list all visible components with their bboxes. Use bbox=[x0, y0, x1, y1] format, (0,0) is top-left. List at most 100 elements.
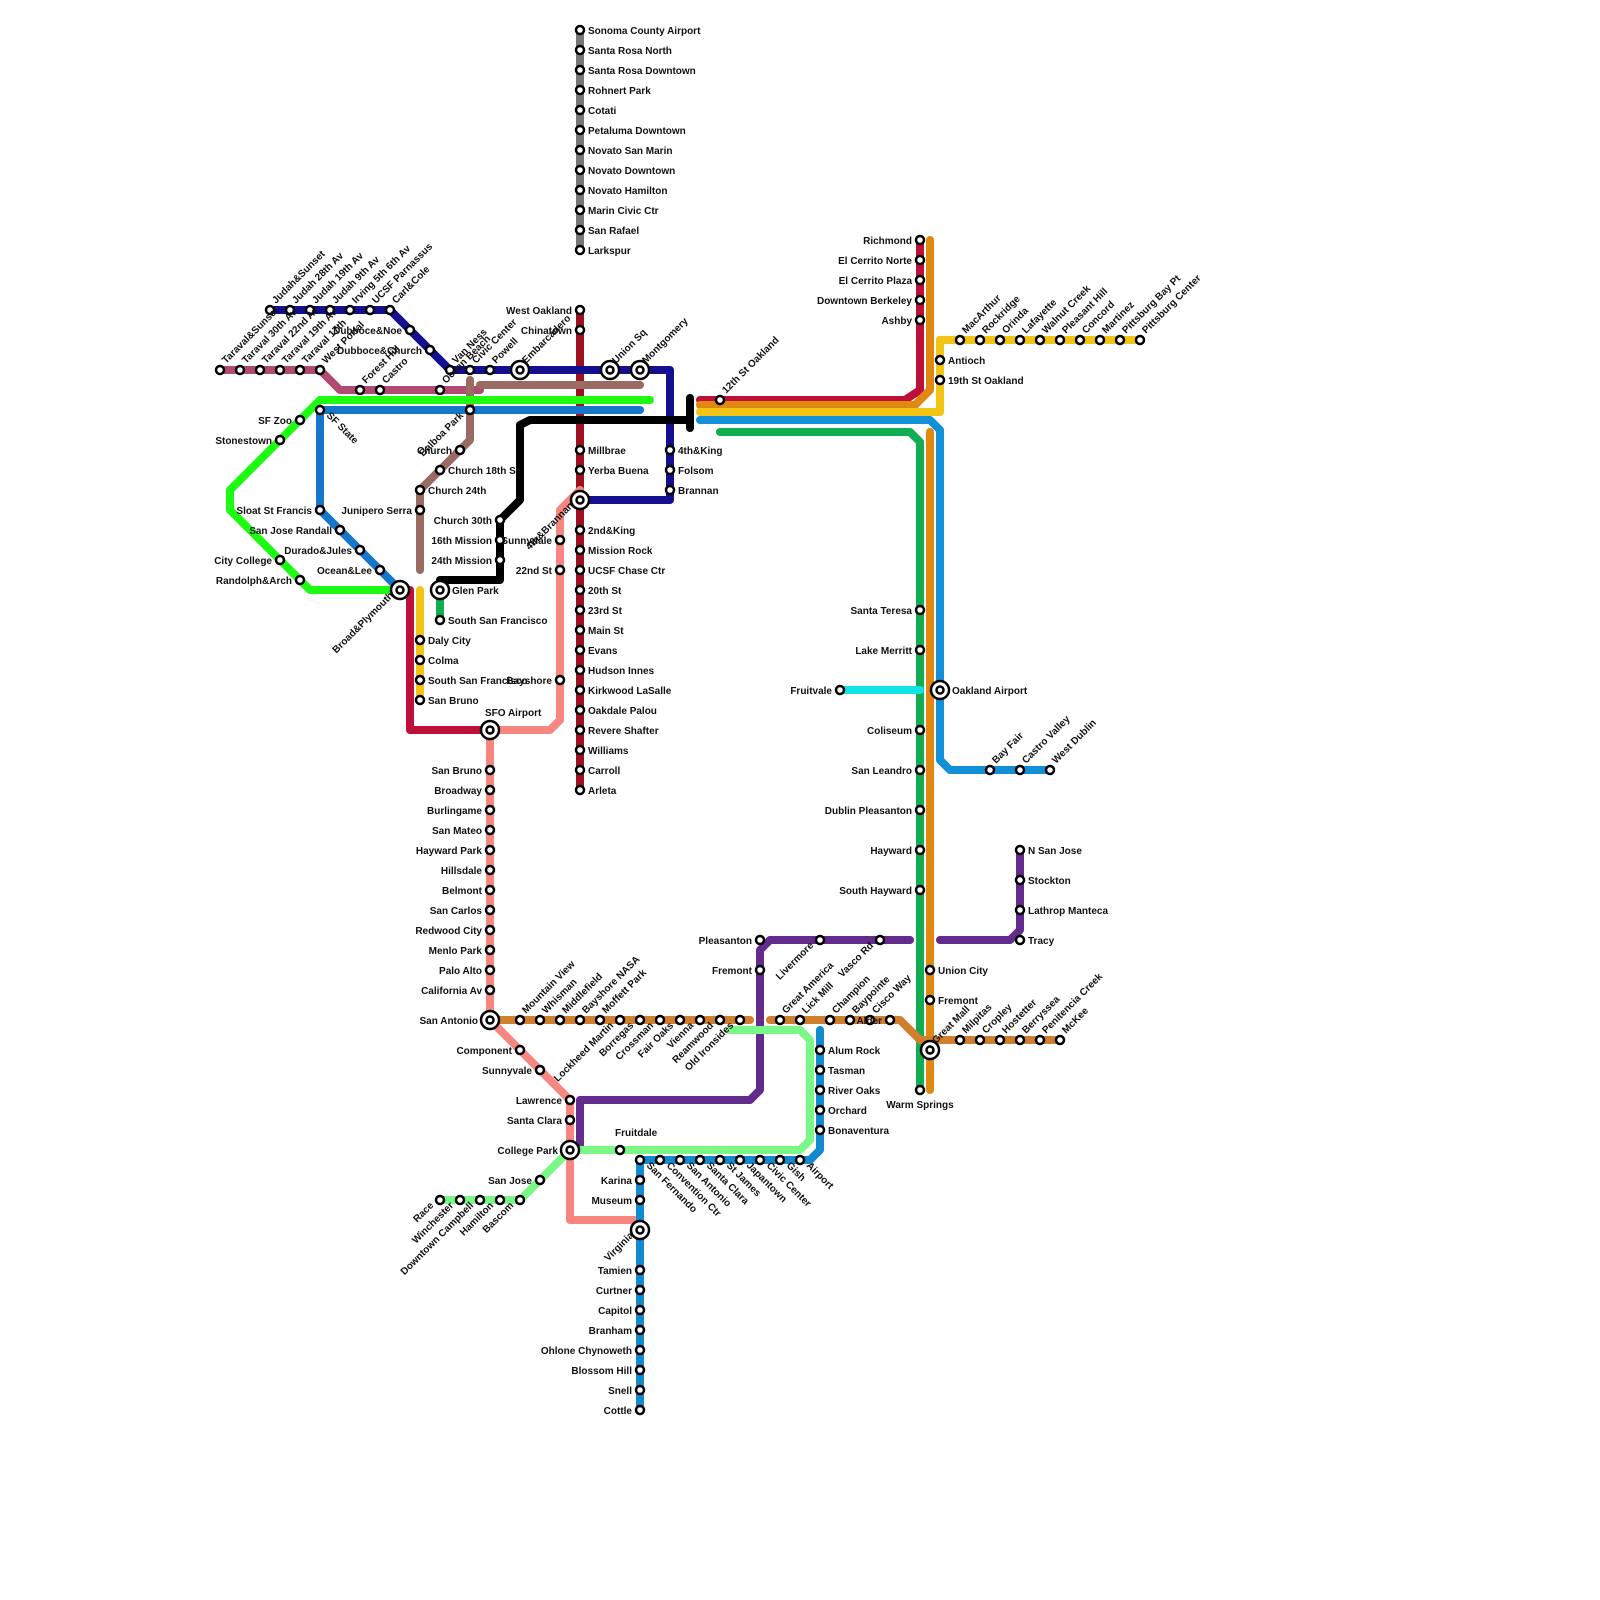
station-marker-judah-19th-av[interactable] bbox=[304, 304, 316, 316]
station-marker-novato-hamilton[interactable] bbox=[574, 184, 586, 196]
station-marker-n-san-jose[interactable] bbox=[1014, 844, 1026, 856]
station-marker-sunnyvale[interactable] bbox=[534, 1064, 546, 1076]
station-marker-west-oakland[interactable] bbox=[574, 304, 586, 316]
station-marker-el-cerrito-plaza[interactable] bbox=[914, 274, 926, 286]
station-marker-race[interactable] bbox=[434, 1194, 446, 1206]
station-marker-oakdale-palou[interactable] bbox=[574, 704, 586, 716]
station-marker-santa-rosa-north[interactable] bbox=[574, 44, 586, 56]
station-marker-taraval-19th-av[interactable] bbox=[274, 364, 286, 376]
station-marker-broadway[interactable] bbox=[484, 784, 496, 796]
station-marker-sonoma-county-airport[interactable] bbox=[574, 24, 586, 36]
station-marker-redwood-city[interactable] bbox=[484, 924, 496, 936]
station-marker-fruitvale[interactable] bbox=[834, 684, 846, 696]
station-marker-fremont[interactable] bbox=[754, 964, 766, 976]
station-marker-vienna[interactable] bbox=[694, 1014, 706, 1026]
station-marker-milpitas[interactable] bbox=[954, 1034, 966, 1046]
station-marker-curtner[interactable] bbox=[634, 1284, 646, 1296]
station-marker-richmond[interactable] bbox=[914, 234, 926, 246]
station-marker-alum-rock[interactable] bbox=[814, 1044, 826, 1056]
station-marker-hudson-innes[interactable] bbox=[574, 664, 586, 676]
station-marker-bascom[interactable] bbox=[514, 1194, 526, 1206]
station-marker-hayward-park[interactable] bbox=[484, 844, 496, 856]
station-marker-sf-zoo[interactable] bbox=[294, 414, 306, 426]
station-marker-sloat-st-francis[interactable] bbox=[314, 504, 326, 516]
station-marker-santa-rosa-downtown[interactable] bbox=[574, 64, 586, 76]
station-marker-ucsf-chase-ctr[interactable] bbox=[574, 564, 586, 576]
station-marker-2nd-king[interactable] bbox=[574, 524, 586, 536]
station-marker-bay-fair[interactable] bbox=[984, 764, 996, 776]
station-marker-rohnert-park[interactable] bbox=[574, 84, 586, 96]
station-marker-powell[interactable] bbox=[484, 364, 496, 376]
station-marker-williams[interactable] bbox=[574, 744, 586, 756]
station-marker-great-america[interactable] bbox=[774, 1014, 786, 1026]
station-marker-tasman[interactable] bbox=[814, 1064, 826, 1076]
station-marker-stonestown[interactable] bbox=[274, 434, 286, 446]
station-marker-pleasanton[interactable] bbox=[754, 934, 766, 946]
station-marker-dubboce-church[interactable] bbox=[424, 344, 436, 356]
station-marker-folsom[interactable] bbox=[664, 464, 676, 476]
station-marker-martinez[interactable] bbox=[1094, 334, 1106, 346]
station-marker-champion[interactable] bbox=[824, 1014, 836, 1026]
station-marker-chinatown[interactable] bbox=[574, 324, 586, 336]
station-marker-middlefield[interactable] bbox=[554, 1014, 566, 1026]
station-marker-rockridge[interactable] bbox=[974, 334, 986, 346]
station-marker-junipero-serra[interactable] bbox=[414, 504, 426, 516]
station-marker-lake-merritt[interactable] bbox=[914, 644, 926, 656]
station-marker-forest-hill[interactable] bbox=[354, 384, 366, 396]
station-marker-reamwood[interactable] bbox=[714, 1014, 726, 1026]
station-marker-novato-downtown[interactable] bbox=[574, 164, 586, 176]
station-marker-main-st[interactable] bbox=[574, 624, 586, 636]
station-marker-bayshore-nasa[interactable] bbox=[574, 1014, 586, 1026]
station-marker-warm-springs[interactable] bbox=[914, 1084, 926, 1096]
station-marker-4th-king[interactable] bbox=[664, 444, 676, 456]
station-marker-mission-rock[interactable] bbox=[574, 544, 586, 556]
station-marker-santa-clara[interactable] bbox=[564, 1114, 576, 1126]
station-marker-larkspur[interactable] bbox=[574, 244, 586, 256]
station-marker-23rd-st[interactable] bbox=[574, 604, 586, 616]
station-marker-colma[interactable] bbox=[414, 654, 426, 666]
station-marker-san-fernando[interactable] bbox=[634, 1154, 646, 1166]
station-marker-church[interactable] bbox=[454, 444, 466, 456]
station-marker-santa-teresa[interactable] bbox=[914, 604, 926, 616]
station-marker-yerba-buena[interactable] bbox=[574, 464, 586, 476]
station-marker-church-24th[interactable] bbox=[414, 484, 426, 496]
station-marker-san-jose[interactable] bbox=[534, 1174, 546, 1186]
station-marker-ohlone-chynoweth[interactable] bbox=[634, 1344, 646, 1356]
station-marker-orchard[interactable] bbox=[814, 1104, 826, 1116]
station-marker-millbrae[interactable] bbox=[574, 444, 586, 456]
station-marker-bonaventura[interactable] bbox=[814, 1124, 826, 1136]
station-marker-durado-jules[interactable] bbox=[354, 544, 366, 556]
station-marker-ashby[interactable] bbox=[914, 314, 926, 326]
station-marker-brannan[interactable] bbox=[664, 484, 676, 496]
station-marker-24th-mission[interactable] bbox=[494, 554, 506, 566]
station-marker-fair-oaks[interactable] bbox=[674, 1014, 686, 1026]
station-marker-ocean-beach[interactable] bbox=[434, 384, 446, 396]
station-marker-12th-st-oakland[interactable] bbox=[714, 394, 726, 406]
station-marker-california-av[interactable] bbox=[484, 984, 496, 996]
station-marker-lafayette[interactable] bbox=[1014, 334, 1026, 346]
station-marker-carroll[interactable] bbox=[574, 764, 586, 776]
station-marker-river-oaks[interactable] bbox=[814, 1084, 826, 1096]
station-marker-revere-shafter[interactable] bbox=[574, 724, 586, 736]
station-marker-20th-st[interactable] bbox=[574, 584, 586, 596]
station-marker-san-mateo[interactable] bbox=[484, 824, 496, 836]
station-marker-evans[interactable] bbox=[574, 644, 586, 656]
station-marker-airport[interactable] bbox=[794, 1154, 806, 1166]
station-marker-san-jose-randall[interactable] bbox=[334, 524, 346, 536]
station-marker-carl-cole[interactable] bbox=[384, 304, 396, 316]
station-marker-union-city[interactable] bbox=[924, 964, 936, 976]
station-marker-branham[interactable] bbox=[634, 1324, 646, 1336]
station-marker-component[interactable] bbox=[514, 1044, 526, 1056]
station-marker-hostetter[interactable] bbox=[994, 1034, 1006, 1046]
station-marker-cisco-way[interactable] bbox=[864, 1014, 876, 1026]
station-marker-cotati[interactable] bbox=[574, 104, 586, 116]
station-marker-west-portal[interactable] bbox=[314, 364, 326, 376]
station-marker-bayshore[interactable] bbox=[554, 674, 566, 686]
station-marker-berryssea[interactable] bbox=[1014, 1034, 1026, 1046]
station-marker-livermore[interactable] bbox=[814, 934, 826, 946]
station-marker-civic-center[interactable] bbox=[464, 364, 476, 376]
station-marker-santa-clara[interactable] bbox=[694, 1154, 706, 1166]
station-marker-downtown-berkeley[interactable] bbox=[914, 294, 926, 306]
station-marker-lathrop-manteca[interactable] bbox=[1014, 904, 1026, 916]
station-marker-gish[interactable] bbox=[774, 1154, 786, 1166]
